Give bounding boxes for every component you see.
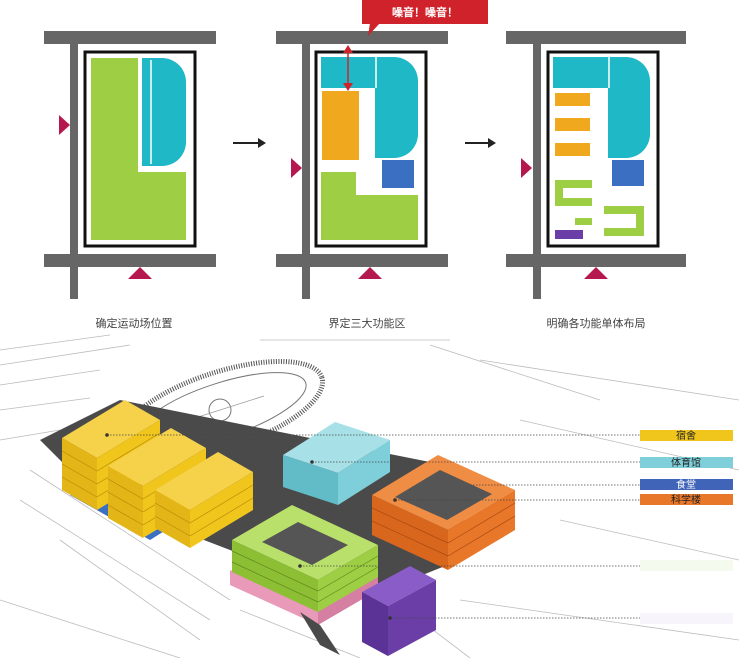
arrow-right-icon [465, 138, 496, 148]
panel-1-site-plan [44, 31, 216, 299]
panel-2-site-plan [276, 31, 448, 299]
south-road [506, 254, 686, 267]
sports-field [142, 58, 186, 166]
noise-callout: 噪音！噪音！ [362, 0, 488, 36]
lab-block [555, 230, 583, 239]
dorm-block [555, 93, 590, 106]
canteen-block [612, 160, 644, 186]
north-road [44, 31, 216, 44]
panel-3-site-plan [506, 31, 686, 299]
south-road [44, 254, 216, 267]
dormitory-building [154, 452, 254, 548]
legend-swatch-gymnasium [640, 457, 733, 468]
legend-label-gymnasium: 体育馆 [671, 456, 701, 469]
legend-label-science: 科学楼 [671, 493, 701, 506]
axonometric-view [0, 334, 739, 658]
north-road [276, 31, 448, 44]
legend: 宿舍 体育馆 食堂 科学楼 [640, 429, 733, 624]
west-road [533, 31, 541, 299]
west-road [70, 31, 78, 299]
teaching-block [555, 180, 592, 206]
legend-swatch-canteen [640, 479, 733, 490]
green-zone [91, 58, 186, 240]
legend-label-dormitory: 宿舍 [676, 429, 696, 442]
teaching-building [230, 505, 379, 655]
dormitory-zone [322, 91, 359, 160]
west-entrance-arrow-icon [291, 158, 302, 178]
teaching-block [575, 218, 592, 225]
legend-swatch-dormitory [640, 430, 733, 441]
legend-swatch-science [640, 494, 733, 505]
south-road [276, 254, 448, 267]
site-context-lines [0, 334, 739, 658]
south-entrance-arrow-icon [584, 267, 608, 279]
arrow-right-icon [233, 138, 266, 148]
west-entrance-arrow-icon [59, 115, 70, 135]
sports-field [375, 57, 418, 158]
north-road [506, 31, 686, 44]
legend-swatch-lab [640, 613, 733, 624]
south-entrance-arrow-icon [128, 267, 152, 279]
step-1-caption: 确定运动场位置 [96, 316, 173, 330]
dorm-block [555, 143, 590, 156]
sports-strip [553, 57, 608, 88]
dorm-block [555, 118, 590, 131]
legend-swatch-teaching [640, 560, 733, 571]
canteen-zone [382, 160, 414, 188]
south-entrance-arrow-icon [358, 267, 382, 279]
science-building [371, 455, 516, 570]
teaching-zone [321, 172, 418, 240]
leader-lines [107, 434, 640, 619]
teaching-block [604, 206, 644, 236]
legend-label-canteen: 食堂 [676, 478, 696, 491]
leader-dots [105, 433, 397, 620]
step-3-caption: 明确各功能单体布局 [547, 316, 646, 330]
step-2-caption: 界定三大功能区 [329, 316, 406, 330]
noise-callout-text: 噪音！噪音！ [392, 5, 458, 19]
sports-field [608, 57, 650, 158]
west-entrance-arrow-icon [521, 158, 532, 178]
west-road [302, 31, 310, 299]
